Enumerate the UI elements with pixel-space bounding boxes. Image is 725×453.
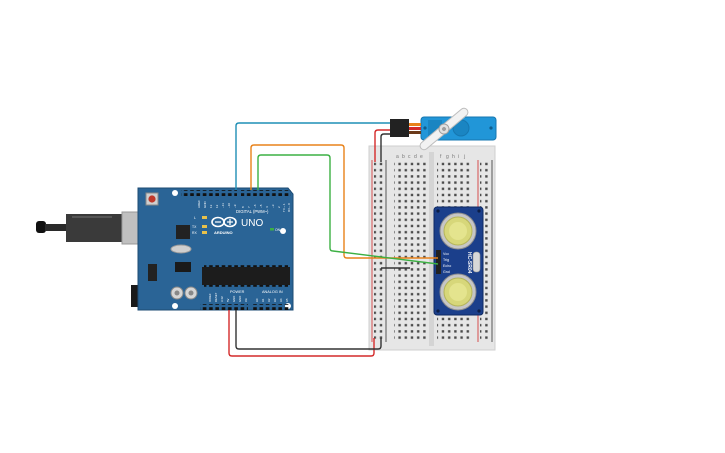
led-l (202, 216, 207, 219)
led-l-label: L (194, 216, 196, 220)
on-led-label: ON (275, 228, 281, 232)
digital-header-low (241, 190, 291, 196)
bb-letter-g: g (446, 154, 449, 160)
wire-green[interactable] (257, 154, 439, 265)
pin-5-label: ~5 (259, 204, 263, 208)
pin-reset-label: RESET (214, 292, 218, 302)
wire-red-5v[interactable] (228, 310, 375, 357)
led-tx-label: TX (192, 225, 197, 229)
wire-black-servo[interactable] (380, 133, 390, 162)
wire-black-gnd[interactable] (235, 310, 382, 350)
wire-orange[interactable] (250, 144, 438, 259)
pin-12-label: 12 (215, 204, 219, 208)
pin-2-label: 2 (277, 206, 281, 208)
analog-header (253, 304, 291, 310)
pin-gnd2-label: GND (238, 296, 242, 302)
power-led (270, 228, 274, 231)
pin-3-label: ~3 (271, 204, 275, 208)
wire-red-servo[interactable] (374, 129, 390, 162)
servo-connector (390, 119, 409, 137)
pin-a1-label: A1 (261, 298, 265, 302)
pin-10-label: ~10 (227, 203, 231, 208)
atmega-chip (202, 267, 290, 285)
servo-horn[interactable] (418, 106, 470, 152)
sensor-pin-gnd: Gnd (443, 270, 450, 274)
bb-letter-d: d (414, 154, 417, 160)
reset-button[interactable] (145, 192, 159, 206)
pin-a5-label: A5 (285, 298, 289, 302)
sensor-pin-vcc: Vcc (443, 252, 449, 256)
pin-11-label: ~11 (221, 203, 225, 208)
power-header (200, 304, 248, 310)
pin-3v3-label: 3.3V (220, 296, 224, 302)
transducer-top (439, 212, 477, 250)
bb-letter-e: e (420, 154, 423, 160)
pin-ioref-label: IOREF (208, 293, 212, 302)
crystal (170, 244, 192, 254)
brand-label: ARDUINO (214, 230, 233, 235)
small-regulator (175, 262, 191, 272)
board-name: UNO (241, 218, 263, 229)
pin-5v-label: 5V (226, 298, 230, 302)
led-tx (202, 225, 207, 228)
pin-8-label: 8 (241, 206, 245, 208)
sensor-pin-trig: Trig (443, 258, 449, 262)
pin-0-label: RX←0 (287, 203, 291, 212)
crystal-oscillator (472, 251, 481, 273)
voltage-regulator (148, 264, 157, 281)
bb-letter-i: i (458, 154, 459, 160)
pin-1-label: TX→1 (282, 203, 286, 212)
power-header-label: POWER (230, 290, 245, 294)
digital-header-label: DIGITAL (PWM~) (236, 209, 269, 214)
bb-letter-b: b (402, 154, 405, 160)
bb-letter-j: j (463, 154, 465, 160)
ultrasonic-sensor[interactable]: Vcc Trig Echo Gnd HC-SR04 (433, 206, 484, 316)
pin-9-label: ~9 (233, 204, 237, 208)
bb-letter-a: a (396, 154, 399, 160)
bb-letter-f: f (440, 154, 442, 160)
digital-header-high (181, 190, 237, 196)
pin-13-label: 13 (209, 204, 213, 208)
pin-7-label: 7 (247, 206, 251, 208)
pin-a3-label: A3 (273, 298, 277, 302)
led-rx-label: RX (192, 231, 197, 235)
transducer-bottom (439, 273, 477, 311)
sensor-pin-header (436, 250, 441, 274)
sensor-model-label: HC-SR04 (466, 252, 472, 274)
arduino-uno-board[interactable]: AREF GND 13 12 ~11 ~10 ~9 8 7 ~6 ~5 4 ~3… (36, 187, 294, 311)
pin-gnd1-label: GND (232, 296, 236, 302)
bb-letter-h: h (452, 154, 455, 160)
pin-4-label: 4 (265, 206, 269, 208)
pin-vin-label: Vin (244, 298, 248, 302)
led-rx (202, 231, 207, 234)
pin-a4-label: A4 (279, 298, 283, 302)
pin-aref-label: AREF (197, 200, 201, 208)
pin-6-label: ~6 (253, 204, 257, 208)
pin-a0-label: A0 (255, 298, 259, 302)
arduino-logo-icon (211, 216, 237, 228)
pin-gnd-label: GND (203, 201, 207, 209)
wire-blue[interactable] (235, 122, 390, 190)
pin-a2-label: A2 (267, 298, 271, 302)
servo-motor[interactable] (390, 106, 497, 152)
usb-chip (176, 225, 190, 239)
bb-letter-c: c (408, 154, 411, 160)
analog-header-label: ANALOG IN (262, 290, 283, 294)
sensor-pin-echo: Echo (443, 264, 451, 268)
